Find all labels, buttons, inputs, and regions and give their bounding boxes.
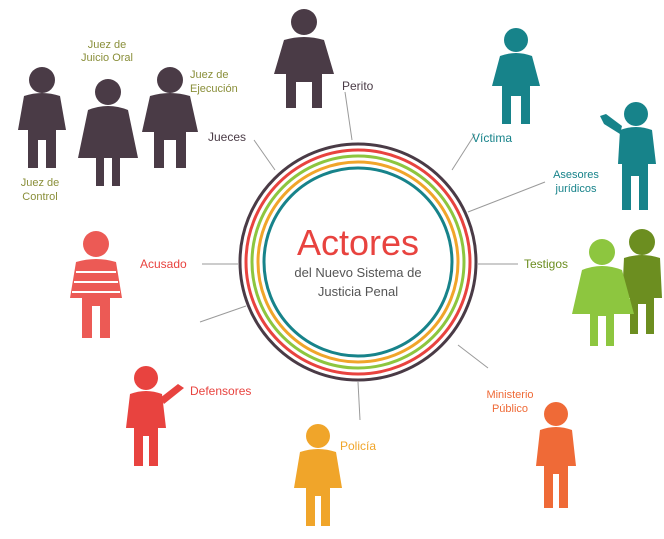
spoke-ministerio — [457, 344, 489, 369]
juez-juicio-oral-label-2: Juicio Oral — [81, 52, 133, 64]
ring-green — [250, 154, 466, 370]
testigo-front-figure — [572, 239, 634, 346]
asesores-figure — [600, 102, 656, 210]
acusado-stripes — [72, 271, 120, 293]
policia-group: Policía — [294, 424, 376, 526]
juez-juicio-oral-label-1: Juez de — [88, 39, 127, 51]
acusado-label: Acusado — [140, 257, 187, 271]
spoke-asesores — [467, 181, 546, 213]
victima-label: Víctima — [472, 131, 512, 145]
asesores-label-2: jurídicos — [555, 183, 597, 195]
ring-red — [244, 148, 472, 376]
victima-group: Víctima — [472, 28, 540, 145]
testigo-back-figure — [622, 229, 662, 334]
defensores-label: Defensores — [190, 384, 251, 398]
spoke-victima — [451, 133, 476, 171]
jueces-label: Jueces — [208, 130, 246, 144]
ring-teal — [262, 166, 454, 358]
ministerio-figure — [536, 402, 576, 508]
testigos-group: Testigos — [524, 229, 662, 346]
juez-ejecucion-label-2: Ejecución — [190, 83, 238, 95]
testigos-label: Testigos — [524, 257, 568, 271]
policia-figure — [294, 424, 342, 526]
acusado-figure — [70, 231, 122, 338]
juez-ejecucion-label-1: Juez de — [190, 69, 229, 81]
juez-control-label-2: Control — [22, 191, 57, 203]
juez-control-label-1: Juez de — [21, 177, 60, 189]
concentric-rings — [238, 142, 478, 382]
spoke-policia — [357, 381, 361, 421]
perito-figure — [274, 9, 334, 108]
perito-group: Perito — [274, 9, 374, 108]
defensores-group: Defensores — [126, 366, 251, 466]
victima-figure — [492, 28, 540, 124]
ministerio-group: Ministerio Público — [486, 389, 576, 508]
policia-label: Policía — [340, 439, 376, 453]
connector-lines — [199, 91, 546, 421]
center-subtitle-line1: del Nuevo Sistema de — [294, 265, 421, 280]
asesores-label-1: Asesores — [553, 169, 599, 181]
asesores-group: Asesores jurídicos — [553, 102, 656, 210]
defensores-figure — [126, 366, 184, 466]
juez-ejecucion-figure — [142, 67, 198, 168]
perito-label: Perito — [342, 79, 374, 93]
juez-control-figure — [18, 67, 66, 168]
center-title-text: Actores — [297, 222, 419, 263]
ministerio-label-1: Ministerio — [486, 389, 533, 401]
center-subtitle-line2: Justicia Penal — [318, 284, 398, 299]
center-title: Actores del Nuevo Sistema de Justicia Pe… — [294, 222, 421, 299]
juez-juicio-oral-figure — [78, 79, 138, 186]
judges-group: Juez de Juicio Oral Juez de Ejecución Ju… — [18, 39, 246, 203]
acusado-group: Acusado — [70, 231, 187, 338]
ministerio-label-2: Público — [492, 403, 528, 415]
ring-yellow — [256, 160, 460, 364]
spoke-defensores — [199, 305, 247, 323]
spoke-jueces — [253, 139, 276, 171]
ring-dark — [238, 142, 478, 382]
spoke-perito — [344, 91, 353, 141]
